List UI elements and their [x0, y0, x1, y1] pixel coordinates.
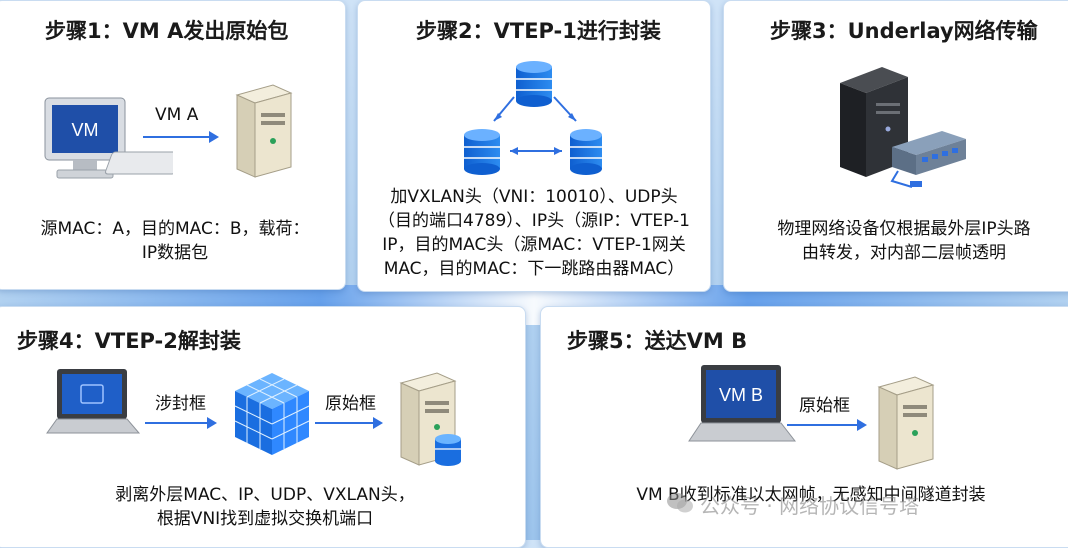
database-triangle-icon — [464, 61, 602, 175]
step5-desc: VM B收到标准以太网帧，无感知中间隧道封装 — [636, 485, 986, 505]
step4-label2: 原始框 — [325, 394, 376, 414]
step4-title: 步骤4：VTEP-2解封装 — [17, 329, 241, 353]
step2-desc-line1: 加VXLAN头（VNI：10010）、UDP头 — [390, 187, 678, 207]
step2-desc-line2: （目的端口4789）、IP头（源IP：VTEP-1 — [378, 211, 690, 231]
step1-desc-line1: 源MAC：A，目的MAC：B，载荷： — [40, 219, 310, 239]
step3-desc: 物理网络设备仅根据最外层IP头路 由转发，对内部二层帧透明 — [734, 217, 1068, 265]
step3-title: 步骤3：Underlay网络传输 — [770, 19, 1038, 43]
step5-vm-text: VM B — [719, 385, 763, 405]
step2-title: 步骤2：VTEP-1进行封装 — [416, 19, 661, 43]
step2-desc-line3: IP，目的MAC头（源MAC：VTEP-1网关 — [382, 235, 686, 255]
laptop-vm-b-icon: VM B — [688, 365, 797, 442]
step5-arrow — [787, 419, 867, 431]
step5-card: 步骤5：送达VM B VM B 原始框 VM B收到标准以太网帧，无感知中间隧道… — [540, 306, 1068, 548]
step1-desc: 源MAC：A，目的MAC：B，载荷： IP数据包 — [15, 217, 335, 265]
step1-desc-line2: IP数据包 — [141, 243, 209, 263]
step4-label1: 涉封框 — [155, 394, 206, 414]
desktop-computer-icon: VM — [44, 97, 173, 179]
step1-vm-label: VM A — [155, 105, 199, 125]
step2-desc-line4: MAC，目的MAC：下一跳路由器MAC） — [383, 259, 685, 279]
step5-label: 原始框 — [799, 396, 850, 416]
step5-title: 步骤5：送达VM B — [567, 329, 748, 353]
server-icon — [877, 376, 935, 470]
laptop-icon — [46, 369, 141, 434]
server-icon — [235, 84, 293, 178]
step4-arrow1 — [145, 417, 217, 429]
vxlan-cube-icon — [234, 373, 310, 455]
step1-title: 步骤1：VM A发出原始包 — [45, 19, 289, 43]
step2-card: 步骤2：VTEP-1进行封装 — [357, 0, 711, 292]
step3-desc-line2: 由转发，对内部二层帧透明 — [802, 243, 1006, 263]
server-switch-icon — [840, 67, 966, 188]
watermark: 公众号 · 网络协议信号塔 — [700, 494, 920, 518]
step1-card: 步骤1：VM A发出原始包 VM VM A 源MAC：A，目的MAC：B，载荷：… — [0, 0, 346, 290]
step1-arrow — [143, 131, 219, 143]
step3-desc-line1: 物理网络设备仅根据最外层IP头路 — [777, 219, 1031, 239]
step4-desc: 剥离外层MAC、IP、UDP、VXLAN头， 根据VNI找到虚拟交换机端口 — [55, 483, 475, 531]
step3-card: 步骤3：Underlay网络传输 物理网络设备仅根据最外层IP头路 由转发，对内… — [723, 0, 1068, 292]
wechat-icon — [667, 493, 693, 513]
step4-arrow2 — [315, 417, 383, 429]
server-database-icon — [399, 372, 461, 466]
step4-desc-line2: 根据VNI找到虚拟交换机端口 — [156, 509, 374, 529]
step4-card: 步骤4：VTEP-2解封装 涉封框 原始框 剥离外层MA — [0, 306, 526, 548]
step1-vm-text: VM — [72, 120, 99, 140]
step2-desc: 加VXLAN头（VNI：10010）、UDP头 （目的端口4789）、IP头（源… — [364, 185, 704, 281]
step4-desc-line1: 剥离外层MAC、IP、UDP、VXLAN头， — [115, 485, 415, 505]
